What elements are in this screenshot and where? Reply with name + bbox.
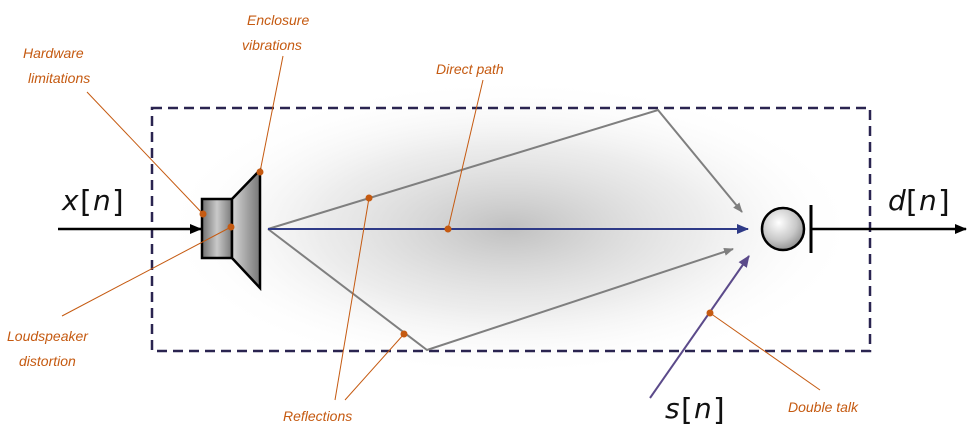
enclosure-leader: [259, 55, 284, 173]
microphone-icon: [760, 205, 813, 253]
double-talk-leader: [709, 312, 821, 391]
input-signal-var: x: [61, 184, 79, 217]
enclosure-dot: [256, 168, 264, 176]
reflection-dot-lower: [400, 330, 408, 338]
near-end-signal-var: s: [665, 392, 680, 425]
hardware-dot: [199, 210, 207, 218]
hardware-label-line2: limitations: [28, 70, 90, 86]
direct-path-dot: [444, 225, 452, 233]
output-signal-index: n: [919, 184, 937, 217]
near-end-close-bracket: ]: [713, 393, 725, 428]
output-signal-var: d: [888, 184, 906, 217]
near-end-open-bracket: [: [681, 393, 693, 428]
hardware-leader: [86, 91, 204, 215]
loudspeaker-label-line1: Loudspeaker: [7, 328, 89, 344]
enclosure-label-line2: vibrations: [242, 37, 302, 53]
loudspeaker-cone: [230, 166, 262, 292]
near-end-signal-label: s [ n ]: [665, 392, 725, 428]
double-talk-label: Double talk: [788, 399, 859, 415]
reflections-label: Reflections: [283, 408, 352, 424]
output-open-bracket: [: [906, 185, 918, 220]
input-signal-index: n: [93, 184, 111, 217]
reflection-dot-upper: [365, 194, 373, 202]
double-talk-dot: [706, 309, 714, 317]
direct-path-leader: [447, 79, 484, 230]
output-signal-label: d [ n ]: [888, 184, 950, 220]
reflection-path-lower: [267, 228, 734, 352]
input-open-bracket: [: [80, 185, 92, 220]
reflections-leader-2: [344, 333, 405, 401]
reflection-path-upper: [267, 108, 743, 230]
direct-path-label: Direct path: [436, 61, 504, 77]
double-talk-arrow: [649, 255, 750, 399]
loudspeaker-label-line2: distortion: [19, 353, 76, 369]
loudspeaker-dot: [227, 223, 235, 231]
enclosure-label-line1: Enclosure: [247, 12, 309, 28]
microphone-head: [760, 206, 806, 252]
near-end-signal-index: n: [694, 392, 712, 425]
loudspeaker-icon: [200, 166, 262, 292]
loudspeaker-magnet: [200, 197, 234, 260]
reflections-leader-1: [334, 197, 370, 401]
input-signal-label: x [ n ]: [61, 184, 124, 220]
hardware-label-line1: Hardware: [23, 45, 84, 61]
output-close-bracket: ]: [938, 185, 950, 220]
loudspeaker-leader: [61, 226, 232, 317]
input-close-bracket: ]: [112, 185, 124, 220]
